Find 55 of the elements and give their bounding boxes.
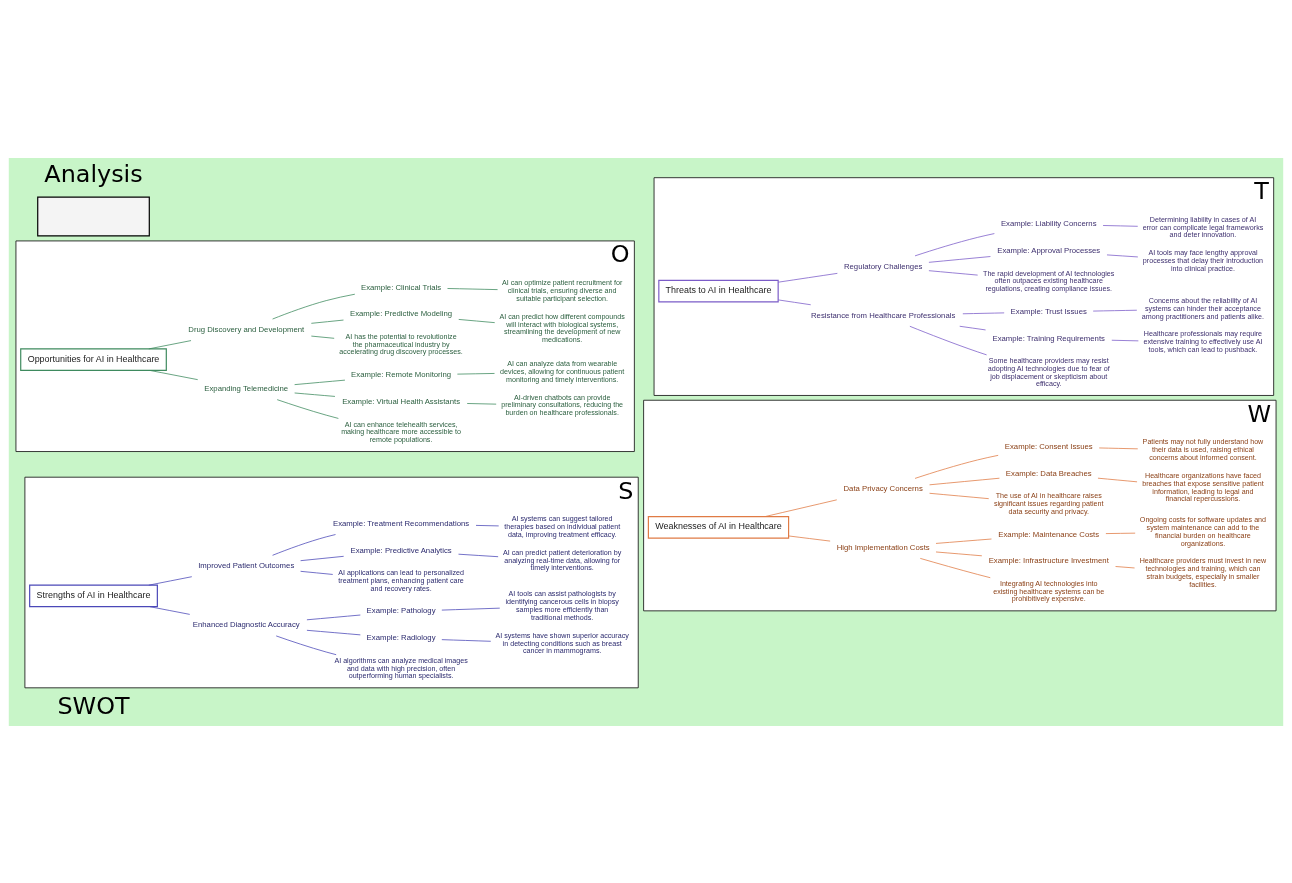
connector — [962, 312, 1005, 314]
connector — [458, 553, 499, 557]
connector — [441, 638, 492, 642]
connector — [300, 555, 345, 561]
connector — [294, 392, 336, 397]
node-box: Weaknesses of AI in Healthcare — [647, 515, 790, 539]
connector — [447, 287, 498, 290]
connector — [457, 372, 495, 375]
connector — [441, 607, 501, 610]
connector — [148, 575, 193, 586]
connector — [764, 498, 838, 517]
connector — [149, 605, 191, 615]
connector — [928, 269, 979, 275]
connector — [475, 524, 500, 526]
connector — [1115, 565, 1135, 568]
connector — [149, 369, 199, 380]
connector — [929, 477, 1000, 485]
connector — [909, 325, 987, 355]
connector — [310, 319, 344, 324]
connector — [1098, 447, 1139, 449]
connector — [929, 492, 990, 499]
connector — [300, 570, 334, 575]
connector — [276, 398, 339, 419]
connector — [1102, 224, 1139, 227]
connector — [928, 255, 991, 263]
connector — [310, 335, 335, 339]
connector — [777, 299, 812, 305]
connector — [788, 535, 831, 541]
connector — [1097, 477, 1138, 482]
connector — [935, 538, 992, 544]
connector — [1111, 339, 1139, 341]
connector — [1105, 532, 1136, 534]
connector — [306, 629, 361, 635]
connector — [466, 402, 497, 405]
connector — [458, 318, 496, 323]
node-box: Strengths of AI in Healthcare — [29, 584, 158, 607]
node-box — [37, 196, 150, 236]
connector — [919, 557, 991, 578]
connector — [275, 635, 337, 655]
connector — [1092, 309, 1138, 311]
label: SWOT — [57, 691, 130, 720]
node-box: Threats to AI in Healthcare — [658, 279, 779, 302]
connector — [914, 454, 999, 479]
connector — [777, 272, 838, 283]
connector — [306, 614, 361, 620]
connector — [294, 379, 346, 385]
label: Analysis — [44, 159, 143, 188]
connector — [935, 551, 983, 556]
connector — [914, 232, 995, 256]
connector — [272, 533, 336, 556]
node-box: Opportunities for AI in Healthcare — [20, 347, 167, 371]
connector — [1106, 254, 1139, 257]
connector — [148, 339, 192, 349]
connector — [959, 325, 986, 330]
connector — [272, 293, 356, 319]
